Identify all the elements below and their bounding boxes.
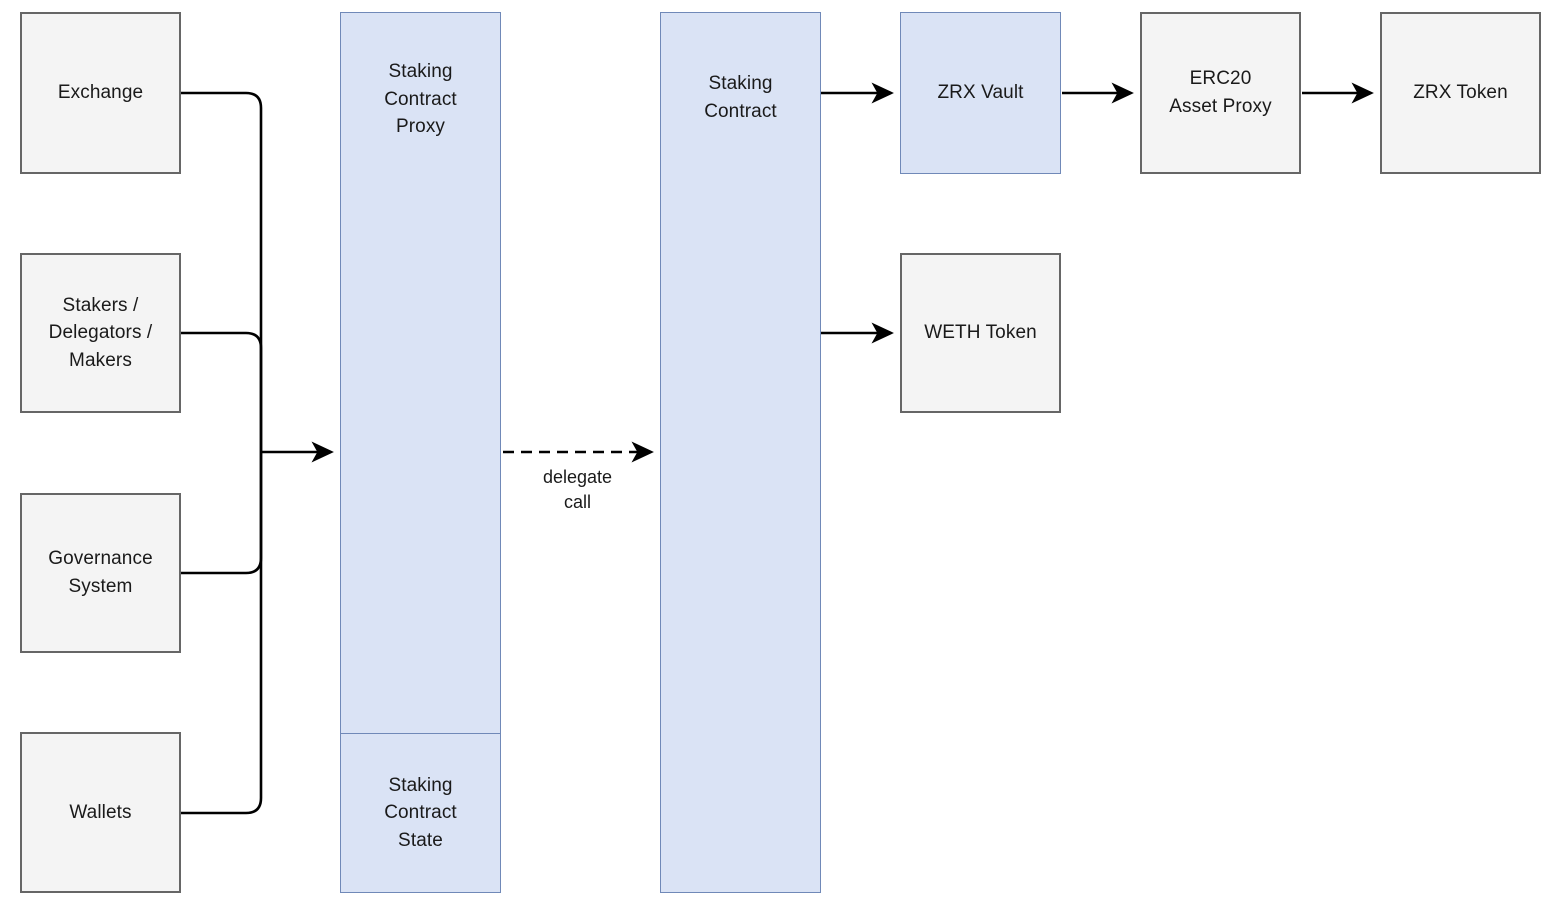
node-wallets[interactable]: Wallets <box>20 732 181 893</box>
edge-exchange-to-proxy <box>181 91 263 452</box>
node-wallets-label: Wallets <box>69 801 132 823</box>
edge-wallets-to-proxy <box>181 452 263 815</box>
node-weth-token-label: WETH Token <box>924 322 1037 344</box>
node-staking-contract[interactable]: Staking Contract <box>660 12 821 893</box>
node-stakers-delegators-makers[interactable]: Stakers / Delegators / Makers <box>20 253 181 413</box>
edge-stakers-to-proxy <box>181 331 263 452</box>
node-zrx-token-label: ZRX Token <box>1413 82 1508 104</box>
node-zrx-token[interactable]: ZRX Token <box>1380 12 1541 174</box>
node-weth-token[interactable]: WETH Token <box>900 253 1061 413</box>
node-staking-contract-proxy[interactable]: Staking Contract Proxy <box>340 12 501 733</box>
node-exchange[interactable]: Exchange <box>20 12 181 174</box>
node-staking-contract-proxy-label: Staking Contract Proxy <box>384 61 457 138</box>
edge-label-delegate-call: delegate call <box>542 467 613 513</box>
node-zrx-vault-label: ZRX Vault <box>937 82 1024 104</box>
node-staking-contract-state[interactable]: Staking Contract State <box>340 733 501 893</box>
node-erc20-asset-proxy-label: ERC20 Asset Proxy <box>1169 68 1272 117</box>
node-staking-contract-state-label: Staking Contract State <box>384 774 457 851</box>
edge-governance-to-proxy <box>181 452 263 575</box>
node-erc20-asset-proxy[interactable]: ERC20 Asset Proxy <box>1140 12 1301 174</box>
node-staking-contract-label: Staking Contract <box>704 73 777 122</box>
node-zrx-vault[interactable]: ZRX Vault <box>900 12 1061 174</box>
node-exchange-label: Exchange <box>57 82 144 104</box>
node-governance-system-label: Governance System <box>48 548 153 597</box>
node-governance-system[interactable]: Governance System <box>20 493 181 653</box>
node-stakers-delegators-makers-label: Stakers / Delegators / Makers <box>48 294 153 371</box>
